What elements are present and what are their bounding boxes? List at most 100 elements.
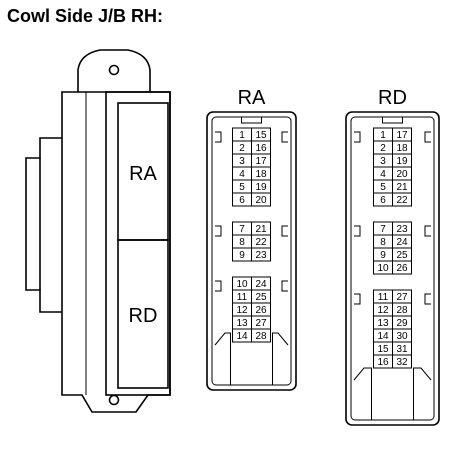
pin-number: 24 [255, 279, 267, 290]
connector-lock-arm-right [272, 332, 289, 385]
pin-number: 24 [396, 237, 408, 248]
connector-latch-right [424, 131, 431, 143]
pin-number: 3 [239, 156, 245, 167]
pin-number: 3 [380, 156, 386, 167]
pin-number: 1 [239, 130, 245, 141]
pin-cell [251, 247, 271, 262]
pin-number: 17 [255, 156, 267, 167]
pin-number: 19 [396, 156, 408, 167]
pin-number: 7 [380, 224, 386, 235]
pin-cell [251, 192, 271, 207]
pin-number: 13 [377, 318, 389, 329]
pin-number: 12 [236, 305, 248, 316]
pin-number: 27 [255, 318, 267, 329]
slot-rd-label: RD [129, 305, 158, 327]
pin-number: 5 [239, 182, 245, 193]
slot-rd [117, 239, 169, 389]
pin-number: 10 [377, 263, 389, 274]
connector-latch-right [424, 293, 431, 305]
pin-number: 15 [377, 344, 389, 355]
pin-number: 20 [396, 169, 408, 180]
pin-number: 4 [380, 169, 386, 180]
pin-cell [392, 260, 412, 275]
pin-number: 12 [377, 305, 389, 316]
pin-number: 14 [377, 331, 389, 342]
pin-number: 2 [239, 143, 245, 154]
slot-ra-label: RA [129, 163, 157, 185]
top-mount-hole [108, 64, 120, 76]
pin-number: 21 [396, 182, 408, 193]
pin-number: 7 [239, 224, 245, 235]
connector-ra-inner-shell [211, 116, 292, 386]
pin-number: 16 [377, 357, 389, 368]
pin-number: 6 [239, 195, 245, 206]
connector-lock-arm-right [413, 367, 432, 420]
pin-number: 31 [396, 344, 408, 355]
pin-number: 27 [396, 292, 408, 303]
pin-cell [251, 328, 271, 343]
pin-number: 28 [396, 305, 408, 316]
pin-number: 28 [255, 331, 267, 342]
connector-ra-key-notch [241, 117, 262, 124]
pin-number: 25 [255, 292, 267, 303]
bottom-mount-hole [108, 394, 120, 406]
pin-number: 22 [255, 237, 267, 248]
pin-cell [392, 354, 412, 369]
pin-number: 19 [255, 182, 267, 193]
top-mounting-tab [77, 49, 151, 92]
pin-number: 6 [380, 195, 386, 206]
pin-number: 16 [255, 143, 267, 154]
connector-latch-right [281, 225, 288, 237]
connector-lock-arm-left [214, 332, 231, 385]
connector-latch-right [281, 131, 288, 143]
slot-panel [105, 91, 171, 396]
pin-number: 29 [396, 318, 408, 329]
pin-number: 18 [396, 143, 408, 154]
page-title: Cowl Side J/B RH: [7, 6, 164, 26]
pin-number: 22 [396, 195, 408, 206]
pin-number: 23 [396, 224, 408, 235]
pin-number: 10 [236, 279, 248, 290]
pin-number: 1 [380, 130, 386, 141]
connector-rd-key-notch [382, 117, 403, 124]
pin-number: 13 [236, 318, 248, 329]
pin-number: 2 [380, 143, 386, 154]
pin-number: 21 [255, 224, 267, 235]
pin-number: 11 [237, 292, 248, 303]
pin-number: 26 [255, 305, 267, 316]
connector-ra-shell [206, 111, 297, 391]
pin-cell [392, 192, 412, 207]
connector-latch-left [215, 225, 222, 237]
pin-number: 9 [239, 250, 245, 261]
pin-number: 20 [255, 195, 267, 206]
connector-latch-left [354, 131, 361, 143]
side-bracket [25, 137, 62, 313]
junction-block: RA RD [25, 49, 171, 413]
connector-latch-left [215, 280, 222, 292]
pin-number: 32 [396, 357, 408, 368]
pin-number: 9 [380, 250, 386, 261]
connector-latch-left [354, 225, 361, 237]
pin-number: 15 [255, 130, 267, 141]
connector-rd-shell [345, 111, 440, 426]
pin-number: 5 [380, 182, 386, 193]
connector-latch-left [215, 131, 222, 143]
connector-lock-arm-left [353, 367, 372, 420]
pin-number: 25 [396, 250, 408, 261]
pin-number: 18 [255, 169, 267, 180]
pin-number: 17 [396, 130, 408, 141]
connector-rd-label: RD [378, 87, 407, 109]
connector-latch-left [354, 293, 361, 305]
pin-number: 8 [380, 237, 386, 248]
pin-number: 8 [239, 237, 245, 248]
connector-ra-label: RA [238, 87, 266, 109]
pin-number: 23 [255, 250, 267, 261]
pin-number: 14 [236, 331, 248, 342]
pin-number: 30 [396, 331, 408, 342]
connector-latch-right [281, 280, 288, 292]
connector-rd-inner-shell [350, 116, 435, 421]
pin-number: 26 [396, 263, 408, 274]
